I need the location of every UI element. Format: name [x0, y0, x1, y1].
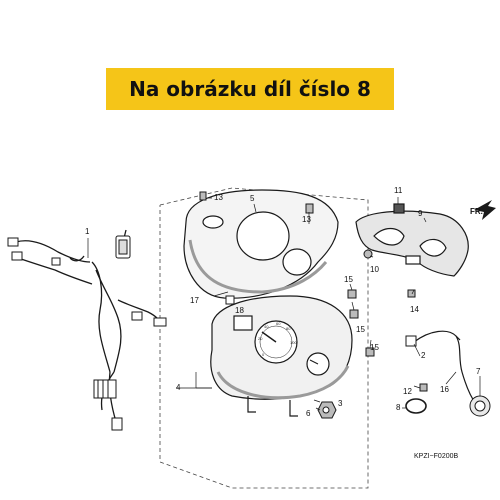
assembly-outline	[159, 187, 369, 489]
callout-17: 17	[190, 296, 199, 305]
leader-lines	[87, 197, 481, 411]
meter-visor	[355, 203, 469, 277]
callout-12: 12	[403, 387, 412, 396]
callout-8: 8	[396, 403, 401, 412]
speedometer-dial-numbers: 0 20 40 60 80 100	[258, 321, 297, 357]
callout-14: 14	[410, 305, 419, 314]
callout-1: 1	[85, 227, 90, 236]
callout-13-right: 13	[302, 215, 311, 224]
svg-text:100: 100	[290, 340, 297, 345]
hose-clamp	[405, 398, 427, 414]
callout-18: 18	[235, 306, 244, 315]
callout-11: 11	[394, 186, 403, 195]
callout-labels: 1 2 3 4 5 6 7 8 9 10 11 12 13 13 14 15 1…	[85, 186, 481, 418]
callout-2: 2	[421, 351, 426, 360]
callout-6: 6	[306, 409, 311, 418]
sensor-cable	[413, 330, 477, 405]
callout-3: 3	[338, 399, 343, 408]
callout-4: 4	[176, 383, 181, 392]
callout-15-upper: 15	[344, 275, 353, 284]
callout-16: 16	[440, 385, 449, 394]
callout-7: 7	[476, 367, 481, 376]
callout-5: 5	[250, 194, 255, 203]
callout-10: 10	[370, 265, 379, 274]
svg-text:40: 40	[264, 324, 269, 329]
meter-body	[210, 295, 353, 417]
svg-text:0: 0	[262, 352, 265, 357]
small-hardware	[199, 191, 428, 419]
callout-15-lower: 15	[370, 343, 379, 352]
part-number-banner: Na obrázku díl číslo 8	[106, 68, 394, 110]
wire-harness	[15, 229, 163, 429]
callout-15-middle: 15	[356, 325, 365, 334]
svg-text:60: 60	[276, 321, 281, 326]
front-direction-arrow-icon	[474, 200, 496, 220]
meter-upper-cover	[183, 189, 339, 299]
callout-13-top: 13	[214, 193, 223, 202]
speed-sensor	[405, 335, 491, 417]
svg-text:80: 80	[286, 326, 291, 331]
callout-9: 9	[418, 209, 423, 218]
svg-text:20: 20	[258, 336, 263, 341]
diagram-code: KPZI−F0200B	[414, 453, 458, 460]
harness-connectors	[7, 235, 167, 431]
front-direction-label: FR.	[470, 207, 483, 216]
